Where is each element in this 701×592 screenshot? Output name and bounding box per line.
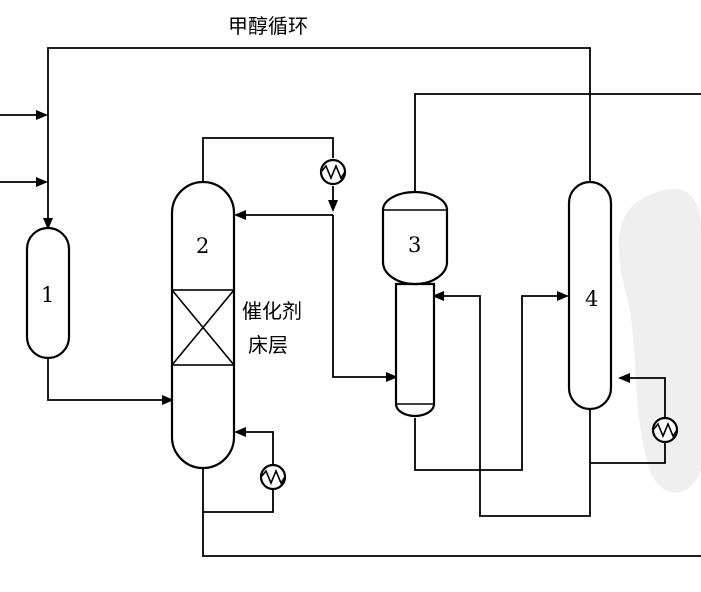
catalyst-bed [171,289,235,366]
reactor-2 [170,180,236,470]
vessel-3-bottom-line [414,295,567,471]
vessel-3-label: 3 [408,233,421,257]
reboiler-arrow-into-4 [618,373,630,383]
line-to-vessel-3 [332,215,396,378]
catalyst-bed-label-line2: 床层 [248,333,288,357]
reflux-arrow-into-2 [234,210,246,220]
arrow-into-column-4 [557,291,569,301]
line-1-to-2 [47,358,172,401]
reboiler-loop-2 [202,468,274,513]
column-4 [567,180,613,411]
vessel-1-label: 1 [41,283,54,307]
reboiler-exchanger-4-icon [651,416,679,444]
reboiler-arrow-into-2 [234,427,246,437]
catalyst-bed-label-line1: 催化剂 [242,299,302,323]
overhead-line-2 [202,137,334,182]
column-4-to-vessel-3-line [434,295,591,517]
arrow-into-vessel-3-side [432,291,444,301]
reboiler-return-2 [236,431,274,464]
methanol-recycle-label: 甲醇循环 [228,14,308,38]
bottom-product-line-2 [202,512,701,557]
arrow-1-to-2 [162,395,174,405]
vessel-3-vapor-line [414,93,701,192]
feed-arrow-1 [36,110,48,120]
recycle-arrow-into-vessel-1 [43,218,53,230]
reboiler-loop-4 [590,443,666,464]
reactor-2-label: 2 [196,234,209,258]
methanol-recycle-line [47,47,591,228]
background-watermark [618,188,701,493]
vessel-1 [25,226,71,360]
column-4-label: 4 [585,287,598,311]
reboiler-return-4 [620,377,666,417]
feed-arrow-2 [36,177,48,187]
reboiler-exchanger-2-icon [259,463,287,491]
condenser-exchanger-icon [319,158,347,186]
condenser-down-arrow [328,200,338,212]
arrow-into-vessel-3 [386,372,398,382]
vessel-3 [381,190,449,418]
